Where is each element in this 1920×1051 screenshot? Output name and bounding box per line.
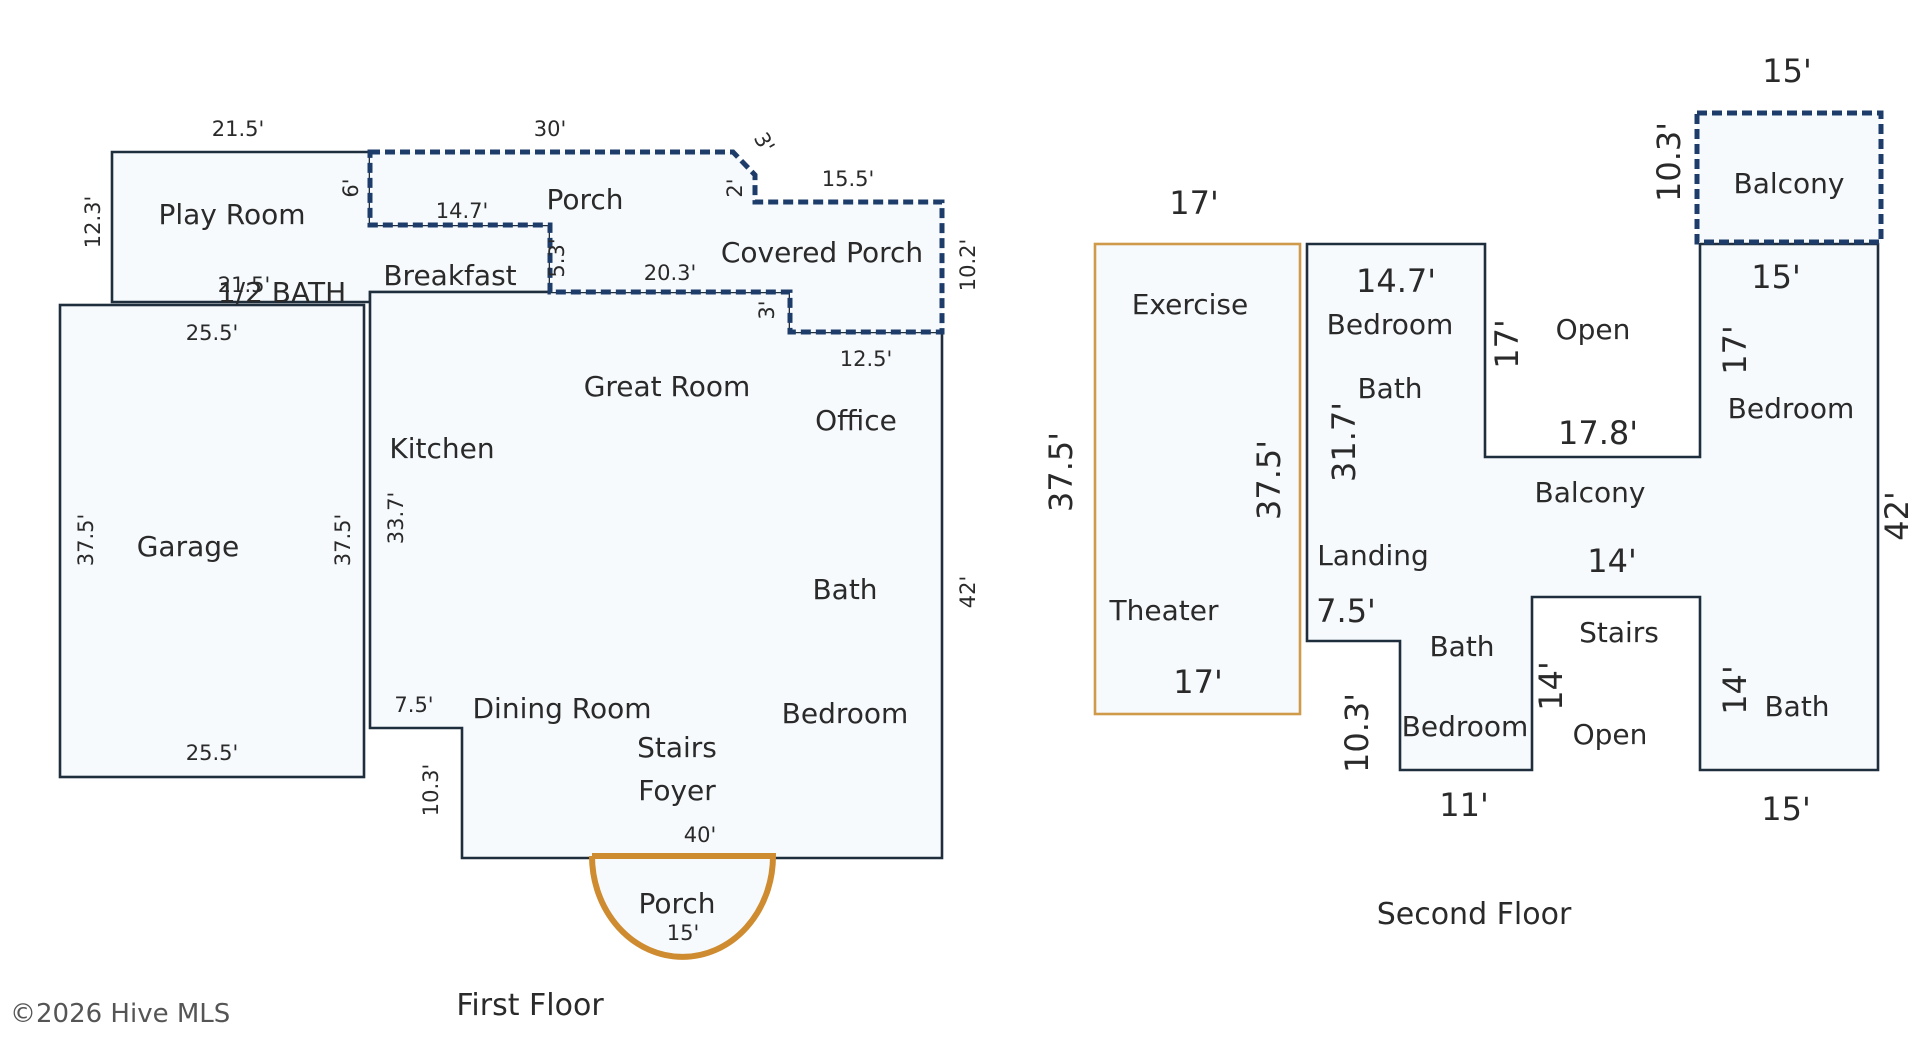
dim-dining-step: 7.5' [394, 693, 433, 717]
dim-open-bottom: 17.8' [1558, 414, 1638, 452]
second-floor-main-shape [1305, 242, 1880, 772]
dim-lower-left-height: 10.3' [1338, 693, 1376, 773]
office-label: Office [815, 404, 897, 437]
garage-label: Garage [137, 530, 240, 563]
dim-bed-top: 14.7' [1356, 262, 1436, 300]
bedroom-bottom-label: Bedroom [1402, 710, 1529, 743]
bath-left-label: Bath [1357, 372, 1422, 405]
bedroom-label: Bedroom [782, 697, 909, 730]
bedroom-left-label: Bedroom [1327, 308, 1454, 341]
dim-theater-right: 37.5' [1250, 440, 1288, 520]
dim-right-upper-width: 15' [1751, 258, 1801, 296]
dim-house-right: 42' [956, 576, 980, 609]
dim-house-bottom: 40' [684, 823, 717, 847]
stairs-label: Stairs [637, 731, 717, 764]
balcony-top-label: Balcony [1734, 167, 1845, 200]
dim-theater-left: 37.5' [1042, 432, 1080, 512]
dim-garage-top: 25.5' [186, 321, 239, 345]
dim-theater-bottom: 17' [1173, 663, 1223, 701]
dim-bath-right-height: 14' [1716, 665, 1754, 715]
dim-bottom-right: 15' [1761, 790, 1811, 828]
dim-porch-step: 5.3' [545, 238, 569, 277]
dim-right-side: 42' [1878, 491, 1916, 541]
dim-garage-bottom: 25.5' [186, 741, 239, 765]
kitchen-label: Kitchen [389, 432, 494, 465]
dim-porch-two: 2' [723, 178, 747, 197]
dim-covered-inner: 20.3' [644, 261, 697, 285]
balcony-top-shape [1694, 110, 1884, 245]
dim-covered-right: 10.2' [956, 239, 980, 292]
dim-landing-step: 7.5' [1316, 592, 1376, 630]
breakfast-label: Breakfast [383, 259, 516, 292]
foyer-label: Foyer [638, 774, 716, 807]
dim-stairs-left: 14' [1532, 661, 1570, 711]
open-bottom-label: Open [1573, 718, 1648, 751]
covered-porch-label: Covered Porch [721, 236, 923, 269]
dim-top-mid: 30' [534, 117, 567, 141]
porch-top-shape [367, 149, 945, 335]
dim-play-left: 12.3' [81, 196, 105, 249]
theater-shape [1093, 242, 1302, 716]
dim-balcony-height: 10.3' [1650, 122, 1688, 202]
dim-left-wing: 31.7' [1325, 402, 1363, 482]
landing-label: Landing [1317, 539, 1429, 572]
dim-garage-right: 37.5' [331, 514, 355, 567]
dim-porch-front-width: 15' [667, 921, 700, 945]
open-top-label: Open [1556, 313, 1631, 346]
porch-top-label: Porch [546, 183, 623, 216]
bath-bottom-mid-label: Bath [1429, 630, 1494, 663]
dim-porch-inner: 14.7' [436, 199, 489, 223]
first-floor-plan [58, 149, 945, 960]
dim-top-left: 21.5' [212, 117, 265, 141]
dim-notch-width: 14' [1587, 542, 1637, 580]
dim-lower-bottom: 11' [1439, 786, 1489, 824]
dim-porch-six: 6' [339, 178, 363, 197]
garage-shape [58, 303, 366, 779]
bedroom-right-label: Bedroom [1728, 392, 1855, 425]
dim-half-bath-width: 21.5' [218, 273, 271, 297]
porch-front-label: Porch [638, 887, 715, 920]
stairs-second-label: Stairs [1579, 616, 1659, 649]
dim-office-top: 12.5' [840, 347, 893, 371]
dim-right-upper-height: 17' [1716, 325, 1754, 375]
dining-room-label: Dining Room [472, 692, 651, 725]
theater-label: Theater [1109, 594, 1219, 627]
dim-kitchen-left: 33.7' [384, 492, 408, 545]
dim-dining-left: 10.3' [419, 764, 443, 817]
half-bath-label: 1/2 BATH [218, 276, 346, 309]
balcony-mid-label: Balcony [1535, 476, 1646, 509]
dim-theater-top: 17' [1169, 184, 1219, 222]
copyright-text: ©2026 Hive MLS [10, 999, 230, 1029]
bath-label: Bath [812, 573, 877, 606]
porch-front-shape [592, 856, 773, 957]
dim-open-left: 17' [1488, 319, 1526, 369]
porch-front-outline [589, 853, 777, 960]
dim-garage-left: 37.5' [74, 514, 98, 567]
dim-covered-top: 15.5' [822, 167, 875, 191]
exercise-label: Exercise [1132, 288, 1249, 321]
bath-right-label: Bath [1764, 690, 1829, 723]
play-room-label: Play Room [158, 198, 305, 231]
first-floor-title: First Floor [456, 988, 604, 1023]
dim-balcony-top-width: 15' [1762, 52, 1812, 90]
great-room-label: Great Room [584, 370, 751, 403]
second-floor-title: Second Floor [1377, 897, 1572, 932]
second-floor-plan [1093, 110, 1884, 772]
dim-covered-three: 3' [755, 300, 779, 319]
